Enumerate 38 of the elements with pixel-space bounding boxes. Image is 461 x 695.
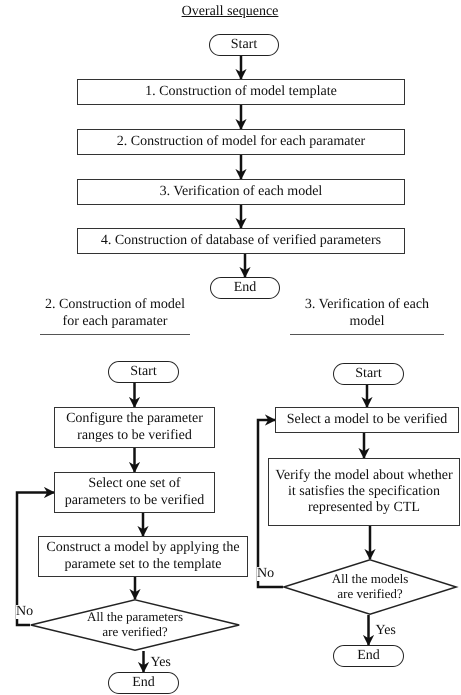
- edge-label: Yes: [150, 656, 171, 670]
- section-heading: 2. Construction of model for each paramater: [40, 297, 190, 335]
- arrow: [235, 155, 247, 180]
- process-box: Configure the parameter ranges to be verified: [54, 407, 215, 448]
- edge-label: No: [16, 605, 34, 619]
- arrow: [361, 385, 373, 408]
- process-box: Select one set of parameters to be verified: [54, 472, 215, 513]
- arrow: [364, 526, 376, 560]
- arrow: [128, 383, 140, 408]
- process-box: 2. Construction of model for each paramater: [77, 129, 405, 155]
- terminal-pill: End: [210, 277, 280, 299]
- section-heading: 3. Verification of each model: [290, 297, 444, 335]
- terminal-pill: Start: [209, 34, 279, 56]
- arrow: [358, 433, 370, 460]
- arrow: [16, 486, 56, 626]
- arrow: [239, 254, 251, 278]
- terminal-pill: End: [333, 645, 404, 667]
- process-box: Construct a model by applying the paramete set to the template: [38, 536, 248, 577]
- arrow: [256, 414, 283, 588]
- process-box: Select a model to be verified: [275, 407, 459, 433]
- arrow: [235, 56, 247, 80]
- arrow: [138, 651, 150, 674]
- terminal-pill: Start: [108, 361, 179, 383]
- process-box: 4. Construction of database of verified parameters: [77, 228, 405, 254]
- arrow: [128, 448, 140, 474]
- process-box: 1. Construction of model template: [77, 79, 405, 105]
- arrow: [235, 205, 247, 230]
- terminal-pill: Start: [333, 363, 404, 385]
- process-box: Verify the model about whether it satisfies the specification represented by CTL: [268, 458, 460, 526]
- decision-diamond: All the models are verified?: [283, 559, 457, 615]
- arrow: [137, 513, 149, 538]
- process-box: 3. Verification of each model: [77, 179, 405, 205]
- arrow: [129, 577, 141, 600]
- arrow: [235, 105, 247, 130]
- diagram-title: Overall sequence: [180, 4, 280, 21]
- arrow: [362, 615, 374, 646]
- edge-label: No: [257, 567, 274, 581]
- terminal-pill: End: [108, 672, 179, 694]
